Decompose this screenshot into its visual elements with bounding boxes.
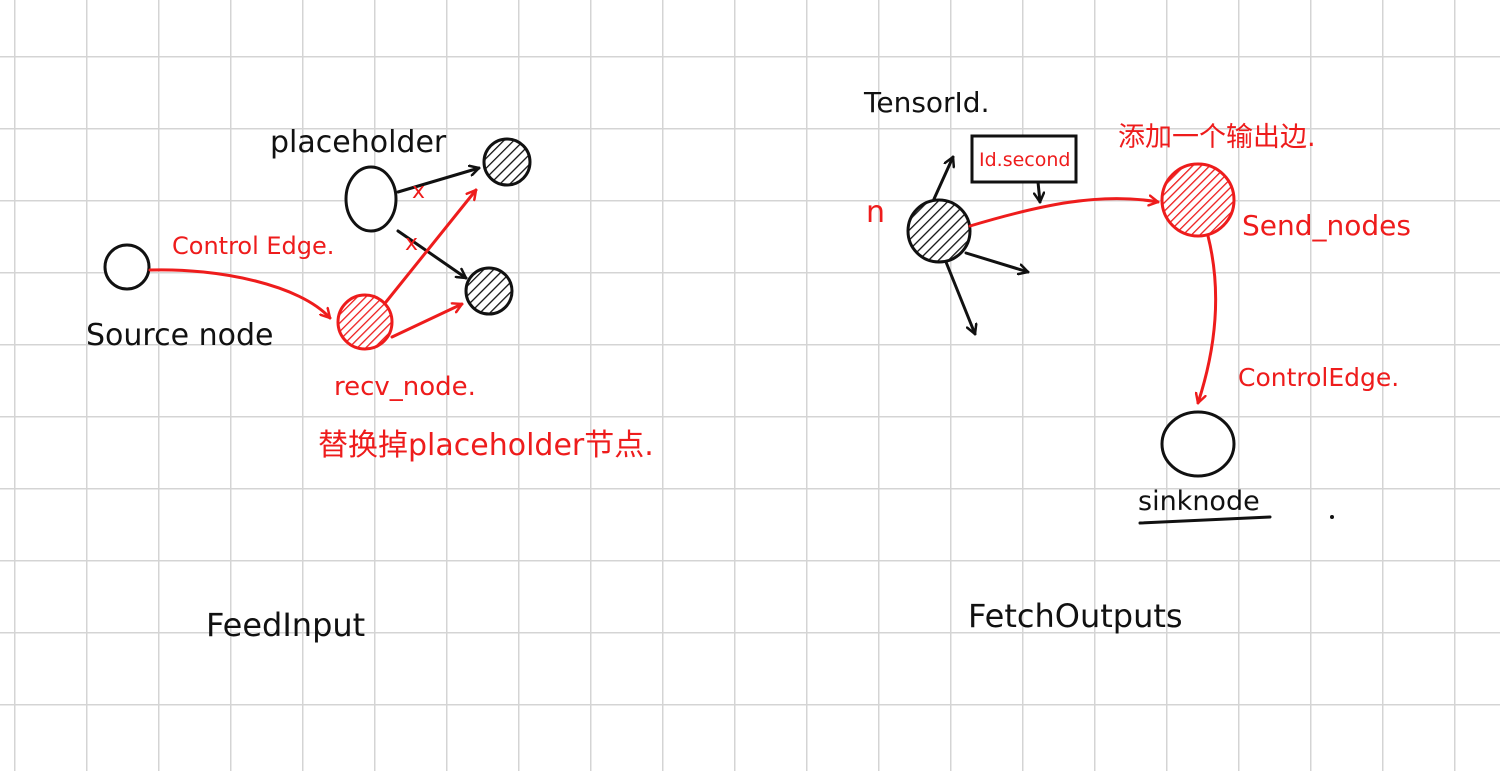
source-node [103,243,151,291]
recv-edge-top [384,188,478,304]
recv-node-label: recv_node. [334,372,476,402]
tensor-id-label: TensorId. [863,86,989,119]
fetch-control-edge-label: ControlEdge. [1238,363,1399,392]
sink-node-label: sinknode [1138,486,1260,517]
stray-dot [1330,515,1334,519]
feed-input-title: FeedInput [206,606,365,644]
id-second-box [970,134,1078,184]
placeholder-node [344,165,398,233]
fetch-outputs-title: FetchOutputs [968,597,1183,635]
removed-edge-top [396,168,481,194]
removed-edge-mark-bottom: x [405,231,418,256]
recv-edge-bottom [390,304,464,339]
placeholder-label: placeholder [270,125,447,160]
sink-node [1160,410,1236,478]
id-second-label: Id.second [979,149,1070,171]
send-node [1160,162,1236,238]
node-n [906,198,972,264]
output-edge-down [944,260,975,336]
fetch-outputs-section: TensorId. Id.second n 添加一个输出边. Send_node… [863,86,1411,635]
add-output-note: 添加一个输出边. [1118,122,1316,153]
sink-node-underline [1138,515,1272,525]
removed-edge-mark-top: x [412,179,425,204]
output-edge-right [964,251,1030,272]
node-n-label: n [866,195,885,230]
control-edge-arrow [148,268,332,320]
consumer-node-bottom [464,266,514,316]
added-output-edge [968,199,1160,228]
send-nodes-label: Send_nodes [1242,209,1411,242]
control-edge-label: Control Edge. [172,232,334,260]
replace-placeholder-note: 替换掉placeholder节点. [318,428,654,463]
removed-edge-bottom [396,229,468,280]
source-node-label: Source node [86,318,273,353]
output-edge-up [932,155,953,201]
feed-input-section: placeholder x x Source node Control Edge… [86,125,654,644]
recv-node [336,293,394,351]
consumer-node-top [482,137,532,187]
control-edge-to-sink [1198,234,1218,405]
id-second-pointer [1038,180,1040,204]
